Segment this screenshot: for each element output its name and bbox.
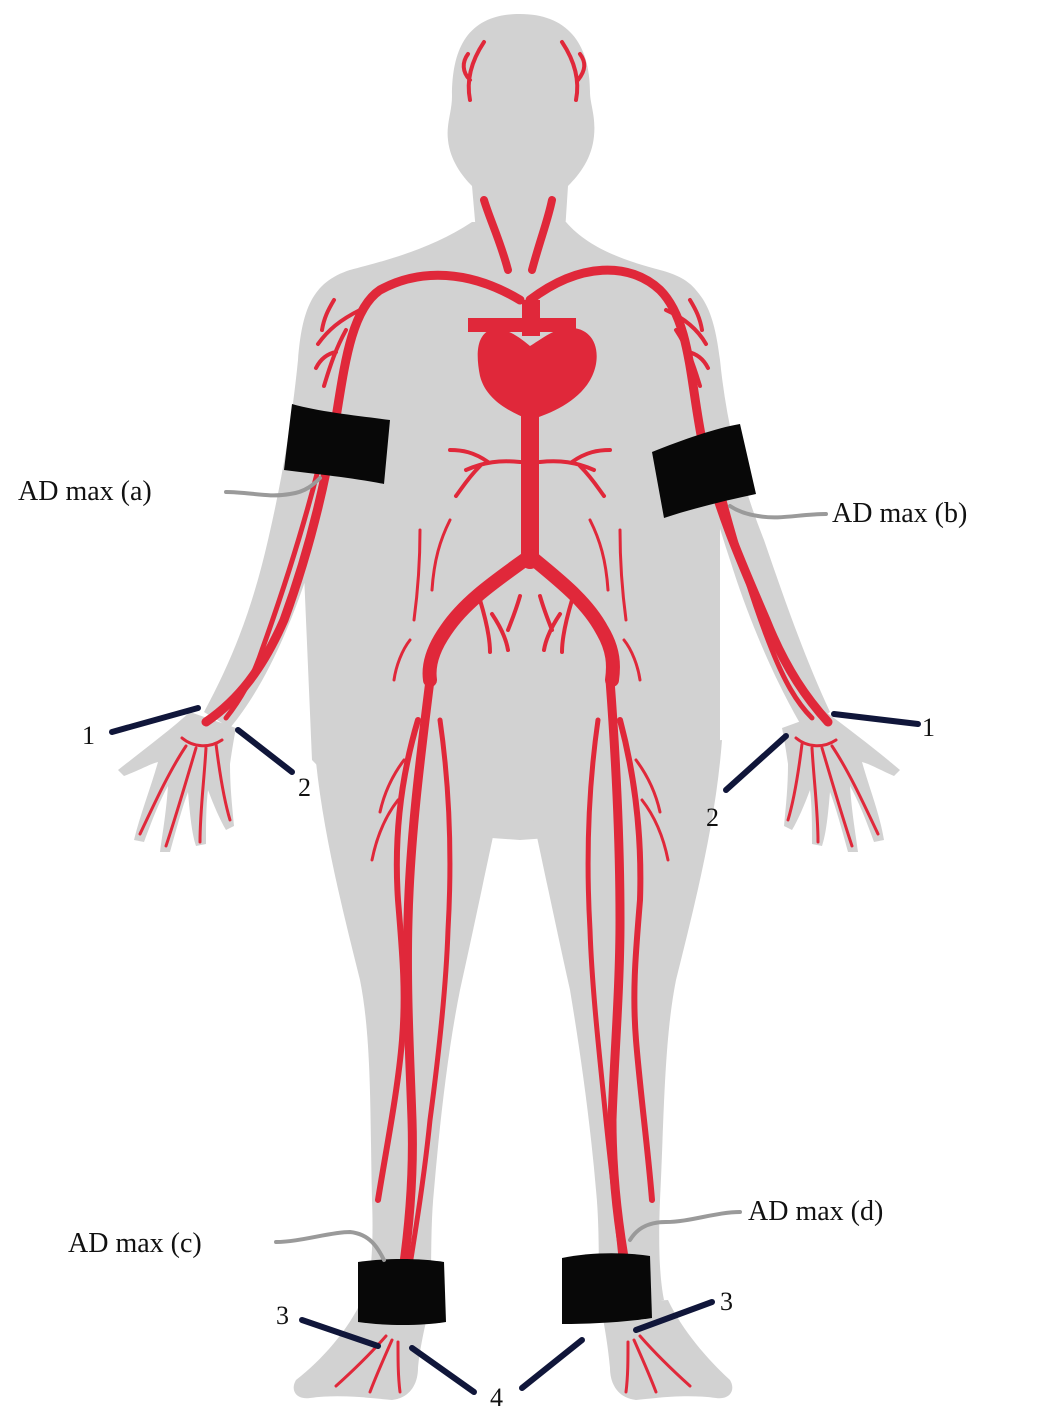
head <box>448 14 595 232</box>
right-hand <box>782 712 900 852</box>
probe-right-2 <box>726 736 786 790</box>
marker-left-3: 3 <box>276 1301 289 1330</box>
probe-left-2 <box>238 730 292 772</box>
left-hand <box>118 712 236 852</box>
label-ad-max-b: AD max (b) <box>832 498 967 529</box>
cuff-left-ankle <box>358 1259 446 1325</box>
label-ad-max-c: AD max (c) <box>68 1228 202 1259</box>
marker-right-1: 1 <box>922 713 935 742</box>
marker-right-3: 3 <box>720 1287 733 1316</box>
cuff-right-ankle <box>562 1253 652 1324</box>
label-ad-max-d: AD max (d) <box>748 1196 883 1227</box>
marker-left-1: 1 <box>82 721 95 750</box>
label-ad-max-a: AD max (a) <box>18 476 152 507</box>
marker-bottom-4: 4 <box>490 1383 503 1412</box>
leader-ad-max-c <box>276 1232 384 1260</box>
probe-right-4 <box>522 1340 582 1388</box>
marker-right-2: 2 <box>706 803 719 832</box>
heart-aorta-root <box>522 300 540 336</box>
probe-left-4 <box>412 1348 474 1392</box>
marker-left-2: 2 <box>298 773 311 802</box>
probe-right-1 <box>834 714 918 724</box>
